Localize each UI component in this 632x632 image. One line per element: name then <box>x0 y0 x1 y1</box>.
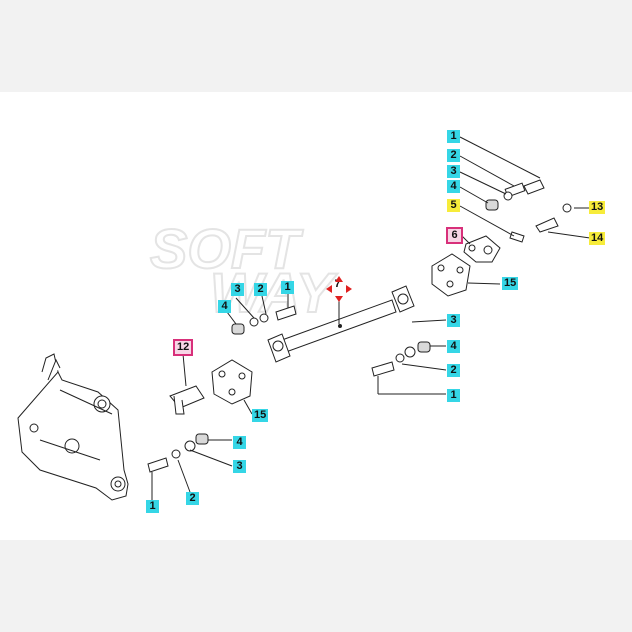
fastener-stack-mid-right <box>371 319 447 395</box>
fastener-stack-top <box>459 136 591 243</box>
callout-1-top: 1 <box>447 130 460 143</box>
watermark-line2: WAY <box>210 261 338 324</box>
callout-1-right: 1 <box>447 389 460 402</box>
callout-13: 13 <box>589 201 606 214</box>
shaft-part-7 <box>267 285 415 363</box>
callout-2-right: 2 <box>447 364 460 377</box>
callout-1-mid: 1 <box>281 281 294 294</box>
callout-2-top: 2 <box>447 149 460 162</box>
fastener-stack-low <box>147 433 233 500</box>
cover-plate-15-upper <box>431 253 501 297</box>
callout-3-top: 3 <box>447 165 460 178</box>
exploded-parts-drawing: SOFT WAY <box>17 136 591 501</box>
diagram-sheet: SOFT WAY <box>0 92 632 540</box>
housing-plate <box>17 353 129 501</box>
callout-2-low: 2 <box>186 492 199 505</box>
callout-5-top: 5 <box>447 199 460 212</box>
callout-12: 12 <box>172 339 194 356</box>
cover-plate-15-middle <box>211 359 253 415</box>
callout-15-top: 15 <box>502 277 519 290</box>
callout-2-mid: 2 <box>254 283 267 296</box>
watermark-line1: SOFT <box>150 217 304 280</box>
callout-15-mid: 15 <box>252 409 269 422</box>
callout-1-low: 1 <box>146 500 159 513</box>
callout-7: 7 <box>334 278 341 290</box>
callout-3-mid: 3 <box>231 283 244 296</box>
callout-6: 6 <box>446 227 463 244</box>
callout-4-low: 4 <box>233 436 246 449</box>
pivot-part-12 <box>169 353 205 415</box>
callout-4-mid: 4 <box>218 300 231 313</box>
callout-4-right: 4 <box>447 340 460 353</box>
callout-14: 14 <box>589 232 606 245</box>
fastener-stack-mid-left <box>223 294 297 335</box>
callout-3-right: 3 <box>447 314 460 327</box>
callout-3-low: 3 <box>233 460 246 473</box>
watermark: SOFT WAY <box>149 216 339 325</box>
callout-4-top: 4 <box>447 180 460 193</box>
bracket-part-6 <box>459 233 501 263</box>
